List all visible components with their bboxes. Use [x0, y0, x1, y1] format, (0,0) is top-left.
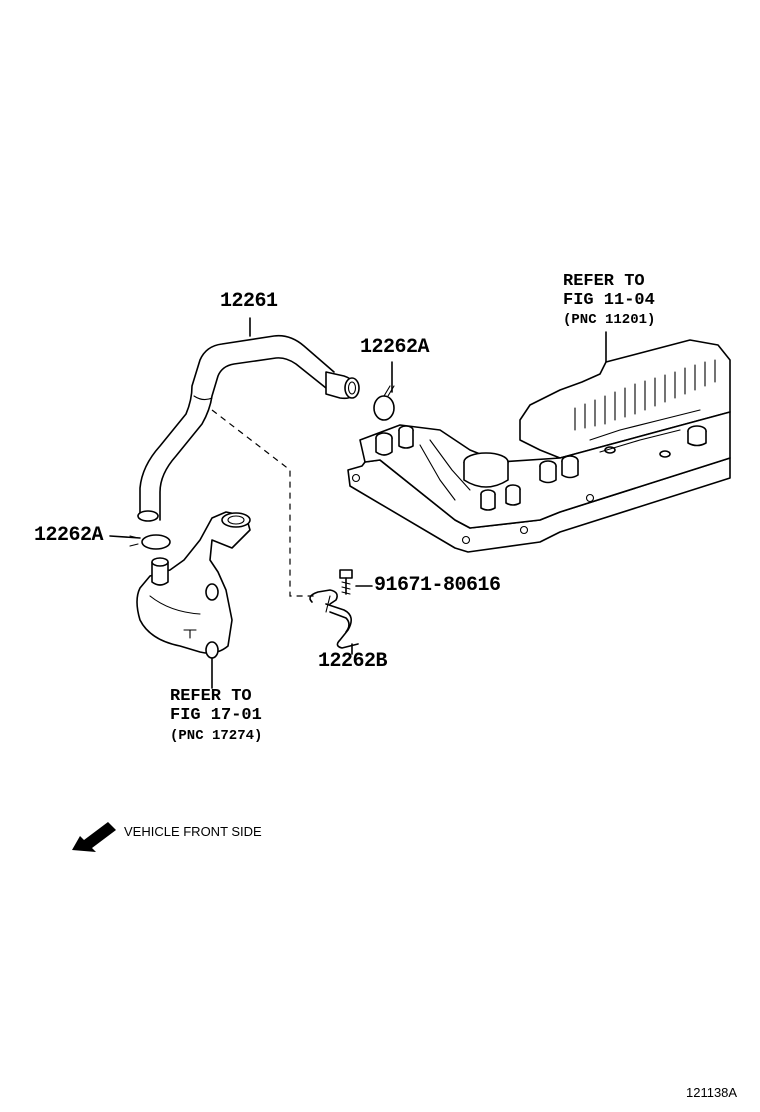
part-number-clip-upper: 12262A — [360, 336, 430, 359]
reference-line1: REFER TO — [170, 687, 252, 706]
reference-pnc: (PNC 17274) — [170, 728, 263, 744]
front-direction-arrow-icon — [72, 822, 116, 852]
part-number-clip-left: 12262A — [34, 524, 104, 547]
part-number-bolt: 91671-80616 — [374, 574, 501, 597]
leader-lines — [109, 317, 607, 689]
hose-routing-dashed-line — [211, 409, 318, 597]
clamp-drawing — [309, 589, 359, 649]
part-number-clamp: 12262B — [318, 650, 388, 673]
water-outlet-drawing — [136, 511, 251, 659]
reference-line1: REFER TO — [563, 272, 645, 291]
reference-line2: FIG 11-04 — [563, 291, 655, 310]
vehicle-front-side-note: VEHICLE FRONT SIDE — [124, 824, 262, 839]
cylinder-head-cover-drawing — [347, 339, 731, 553]
part-number-hose: 12261 — [220, 290, 278, 313]
reference-line2: FIG 17-01 — [170, 706, 262, 725]
hose-clip-upper-drawing — [373, 385, 395, 421]
ventilation-hose-drawing — [137, 334, 360, 522]
reference-pnc: (PNC 11201) — [563, 312, 656, 328]
bolt-drawing — [339, 569, 353, 595]
figure-id: 121138A — [686, 1085, 738, 1100]
